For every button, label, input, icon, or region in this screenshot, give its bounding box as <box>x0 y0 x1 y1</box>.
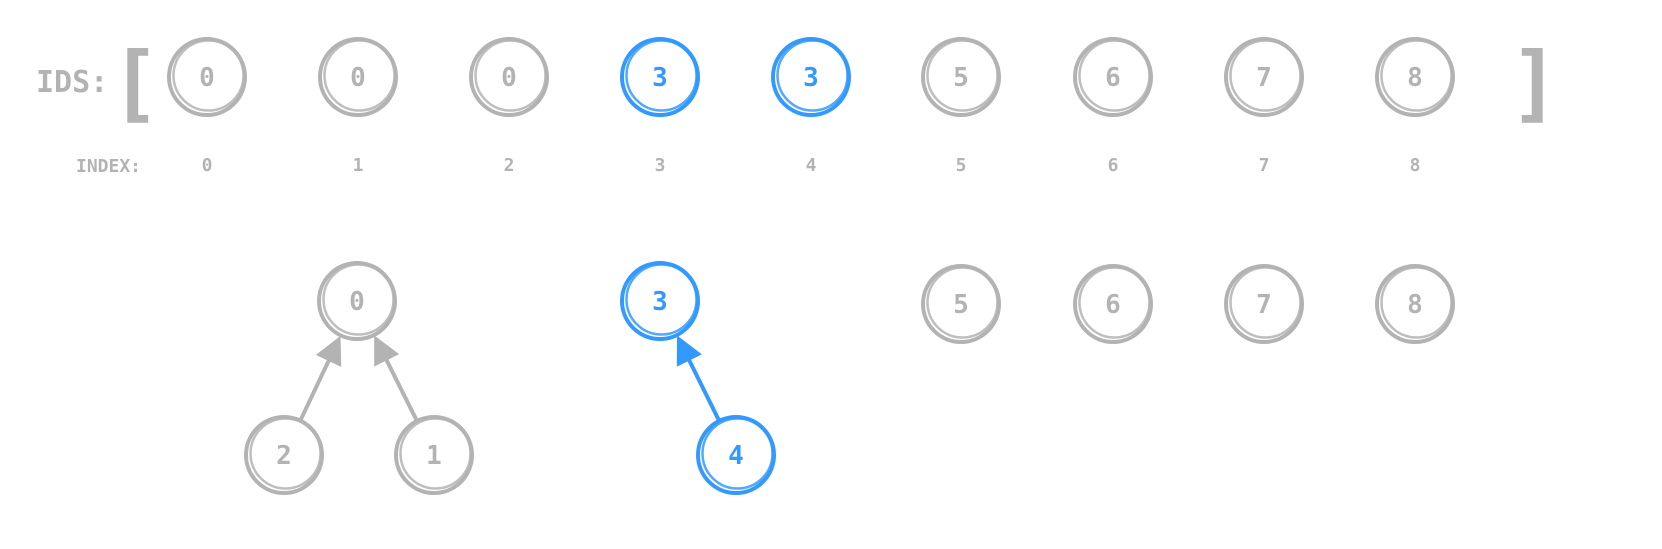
tree-node-3-circle <box>620 261 700 341</box>
index-label-2: 2 <box>504 155 515 176</box>
array-cell-5: 5 <box>921 37 1001 117</box>
tree-node-0-circle-sketch <box>322 263 395 336</box>
array-cell-6: 6 <box>1073 37 1153 117</box>
tree-node-8-circle <box>1375 264 1455 344</box>
tree-node-3: 3 <box>620 261 700 341</box>
tree-node-8: 8 <box>1375 264 1455 344</box>
tree-node-4-circle <box>696 415 776 495</box>
array-cell-3-circle-sketch <box>625 39 698 112</box>
tree-node-2: 2 <box>244 415 324 495</box>
array-cell-6-label: 6 <box>1105 63 1121 93</box>
array-cell-3: 3 <box>620 37 700 117</box>
array-cell-3-label: 3 <box>652 63 668 93</box>
array-cell-8-circle-sketch <box>1380 39 1453 112</box>
edge-4-to-3 <box>676 335 721 422</box>
index-label-5: 5 <box>956 155 967 176</box>
tree-node-2-circle-sketch <box>249 417 322 490</box>
array-cell-4: 3 <box>771 37 851 117</box>
tree-node-3-label: 3 <box>652 287 668 317</box>
tree-node-4: 4 <box>696 415 776 495</box>
index-label: INDEX: <box>76 156 141 177</box>
tree-node-5-label: 5 <box>953 290 969 320</box>
array-cell-8: 8 <box>1375 37 1455 117</box>
array-cell-7-circle-sketch <box>1229 39 1302 112</box>
tree-node-7-label: 7 <box>1256 290 1272 320</box>
tree-node-0-circle <box>317 261 397 341</box>
array-cell-7: 7 <box>1224 37 1304 117</box>
tree-node-1-circle-sketch <box>399 417 472 490</box>
tree-node-0: 0 <box>317 261 397 341</box>
array-cell-2-label: 0 <box>501 63 517 93</box>
index-label-8: 8 <box>1410 155 1421 176</box>
array-cell-2-circle-sketch <box>474 39 547 112</box>
tree-node-6-circle <box>1073 264 1153 344</box>
array-cell-5-label: 5 <box>953 63 969 93</box>
ids-array: 0 0 0 1 0 2 3 3 3 4 5 5 6 6 7 7 8 8 <box>167 37 1455 176</box>
tree-node-0-label: 0 <box>349 287 365 317</box>
tree-node-4-label: 4 <box>728 441 744 471</box>
array-cell-1-circle-sketch <box>323 39 396 112</box>
array-cell-8-label: 8 <box>1407 63 1423 93</box>
tree-node-1-circle <box>394 415 474 495</box>
tree-node-8-circle-sketch <box>1380 266 1453 339</box>
array-cell-7-circle <box>1224 37 1304 117</box>
tree-node-1-label: 1 <box>426 441 442 471</box>
index-label-1: 1 <box>353 155 364 176</box>
index-label-3: 3 <box>655 155 666 176</box>
array-cell-4-circle-sketch <box>776 39 849 112</box>
array-cell-0-circle <box>167 37 247 117</box>
tree-node-6: 6 <box>1073 264 1153 344</box>
tree-node-5: 5 <box>921 264 1001 344</box>
tree-node-8-label: 8 <box>1407 290 1423 320</box>
index-label-7: 7 <box>1259 155 1270 176</box>
array-cell-6-circle-sketch <box>1078 39 1151 112</box>
tree-node-7-circle-sketch <box>1229 266 1302 339</box>
tree-node-3-circle-sketch <box>625 263 698 336</box>
tree-node-2-circle <box>244 415 324 495</box>
array-cell-1: 0 <box>318 37 398 117</box>
edge-2-to-0 <box>299 335 342 421</box>
tree-node-5-circle <box>921 264 1001 344</box>
array-cell-6-circle <box>1073 37 1153 117</box>
tree-node-1: 1 <box>394 415 474 495</box>
array-cell-2: 0 <box>469 37 549 117</box>
array-cell-0: 0 <box>167 37 247 117</box>
array-cell-3-circle <box>620 37 700 117</box>
array-cell-8-circle <box>1375 37 1455 117</box>
array-cell-7-label: 7 <box>1256 63 1272 93</box>
edge-1-to-0 <box>374 335 419 422</box>
tree-node-6-label: 6 <box>1105 290 1121 320</box>
open-bracket: [ <box>110 34 161 132</box>
array-cell-2-circle <box>469 37 549 117</box>
tree-node-4-circle-sketch <box>701 417 774 490</box>
array-cell-4-label: 3 <box>803 63 819 93</box>
tree-node-6-circle-sketch <box>1078 266 1151 339</box>
array-cell-5-circle-sketch <box>926 39 999 112</box>
ids-label: IDS: <box>36 65 108 100</box>
close-bracket: ] <box>1509 34 1560 132</box>
tree-node-7: 7 <box>1224 264 1304 344</box>
array-cell-1-label: 0 <box>350 63 366 93</box>
tree-nodes: 0 2 1 3 4 5 6 7 8 <box>244 261 1455 495</box>
array-cell-5-circle <box>921 37 1001 117</box>
array-cell-0-circle-sketch <box>172 39 245 112</box>
index-label-4: 4 <box>806 155 817 176</box>
array-cell-4-circle <box>771 37 851 117</box>
tree-node-5-circle-sketch <box>926 266 999 339</box>
index-label-0: 0 <box>202 155 213 176</box>
tree-node-2-label: 2 <box>276 441 292 471</box>
tree-node-7-circle <box>1224 264 1304 344</box>
tree-edges <box>299 335 721 422</box>
array-cell-1-circle <box>318 37 398 117</box>
index-label-6: 6 <box>1108 155 1119 176</box>
array-cell-0-label: 0 <box>199 63 215 93</box>
